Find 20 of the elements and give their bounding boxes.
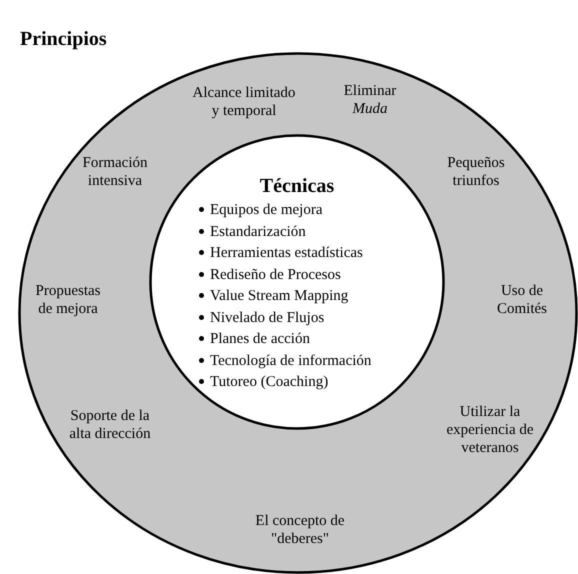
heading: Principios — [20, 28, 107, 51]
principle-text: Soporte de la alta dirección — [69, 407, 151, 443]
heading: Técnicas — [260, 177, 334, 195]
list-item-text: Value Stream Mapping — [210, 288, 348, 304]
list-item-text: Rediseño de Procesos — [210, 266, 341, 282]
principle-text: Utilizar la experiencia de veteranos — [445, 403, 535, 457]
list-item-text: Herramientas estadísticas — [210, 245, 363, 261]
principle-text: Alcance limitado y temporal — [192, 84, 296, 120]
list-item-text: Estandarización — [210, 224, 306, 240]
principle-text: El concepto de "deberes" — [254, 512, 346, 548]
principle-text: Propuestas de mejora — [34, 282, 102, 318]
principle-text: Formación intensiva — [82, 154, 148, 190]
list-item-text: Planes de acción — [210, 331, 310, 347]
principle-text: Pequeños triunfos — [446, 154, 506, 190]
principle-text: Eliminar Muda — [342, 82, 398, 118]
list-item-text: Equipos de mejora — [210, 202, 322, 218]
list-item-text: Tutoreo (Coaching) — [210, 374, 328, 390]
principle-text: Uso de Comités — [496, 282, 548, 318]
list-item-text: Tecnología de información — [210, 352, 372, 368]
list-item-text: Nivelado de Flujos — [210, 310, 324, 326]
